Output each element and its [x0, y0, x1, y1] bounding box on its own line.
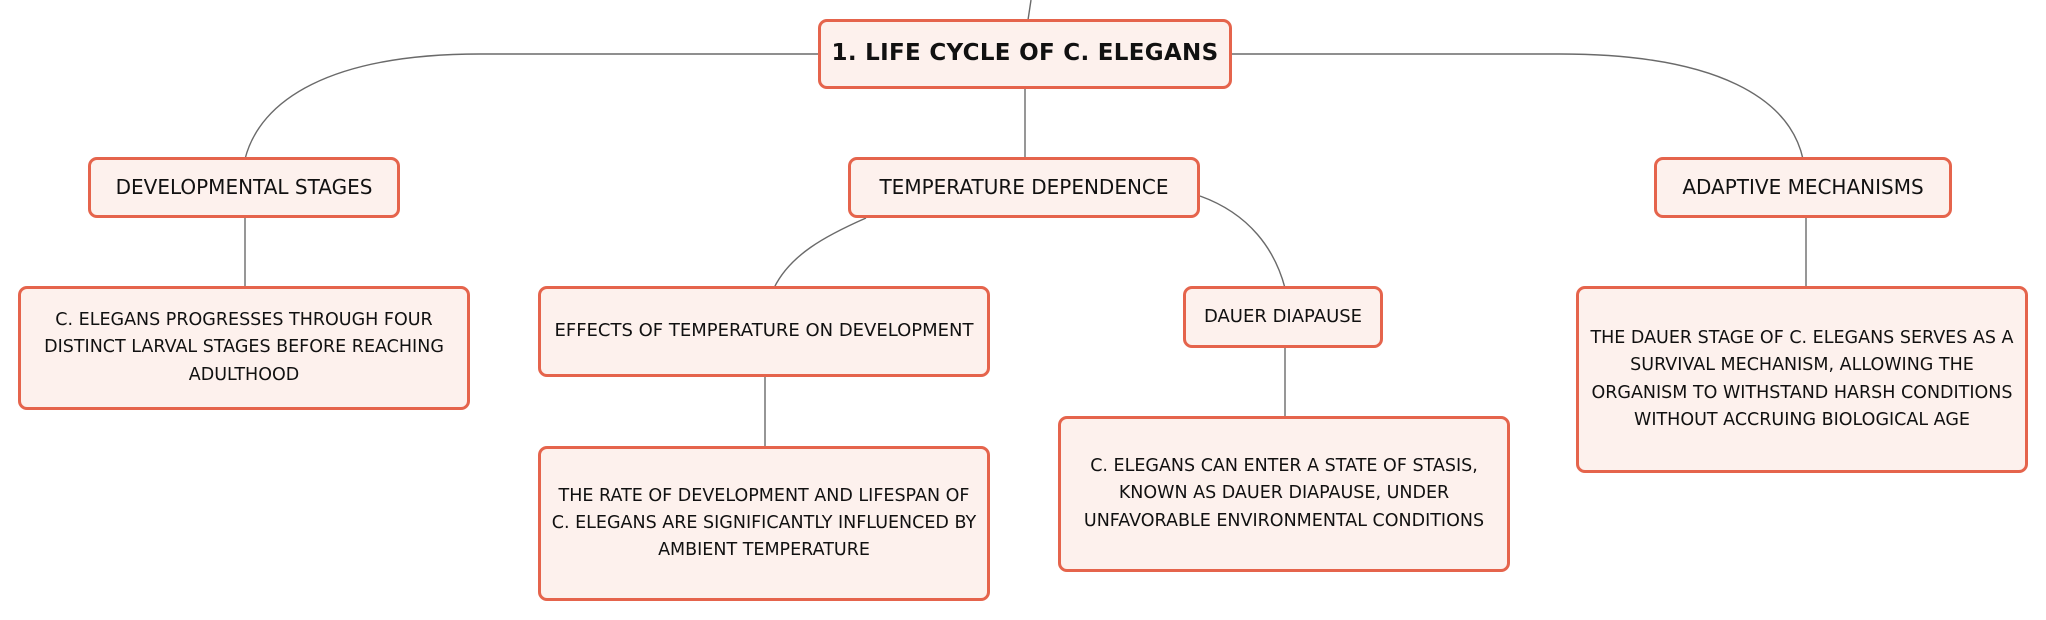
node-effects-of-temperature[interactable]: EFFECTS OF TEMPERATURE ON DEVELOPMENT [538, 286, 990, 377]
node-temperature-dependence-label: TEMPERATURE DEPENDENCE [879, 175, 1169, 199]
connector-root-to-developmental-stages [244, 53, 818, 160]
node-developmental-stages-label: DEVELOPMENTAL STAGES [115, 175, 373, 199]
connector-root-to-adaptive-mechanisms [1232, 53, 1804, 160]
connector-temperature-to-effects [773, 217, 867, 289]
node-effects-of-temperature-label: EFFECTS OF TEMPERATURE ON DEVELOPMENT [554, 320, 974, 342]
connector-temperature-to-dauer [1199, 195, 1286, 289]
node-developmental-stages-description[interactable]: C. ELEGANS PROGRESSES THROUGH FOUR DISTI… [18, 286, 470, 410]
root-node-label: 1. LIFE CYCLE OF C. ELEGANS [831, 40, 1219, 67]
adaptive-mechanisms-description-text: THE DAUER STAGE OF C. ELEGANS SERVES AS … [1590, 328, 2014, 430]
developmental-stages-description-text: C. ELEGANS PROGRESSES THROUGH FOUR DISTI… [44, 310, 444, 385]
root-node-life-cycle[interactable]: 1. LIFE CYCLE OF C. ELEGANS [818, 19, 1232, 89]
node-adaptive-mechanisms-label: ADAPTIVE MECHANISMS [1682, 175, 1924, 199]
connector-parent-to-root [1027, 0, 1032, 21]
node-dauer-diapause-description[interactable]: C. ELEGANS CAN ENTER A STATE OF STASIS, … [1058, 416, 1510, 572]
effects-of-temperature-description-text: THE RATE OF DEVELOPMENT AND LIFESPAN OF … [551, 485, 977, 561]
node-dauer-diapause[interactable]: DAUER DIAPAUSE [1183, 286, 1383, 348]
node-adaptive-mechanisms-description[interactable]: THE DAUER STAGE OF C. ELEGANS SERVES AS … [1576, 286, 2028, 473]
node-effects-of-temperature-description[interactable]: THE RATE OF DEVELOPMENT AND LIFESPAN OF … [538, 446, 990, 601]
node-temperature-dependence[interactable]: TEMPERATURE DEPENDENCE [848, 157, 1200, 218]
node-dauer-diapause-label: DAUER DIAPAUSE [1203, 305, 1363, 327]
dauer-diapause-description-text: C. ELEGANS CAN ENTER A STATE OF STASIS, … [1083, 456, 1485, 531]
node-adaptive-mechanisms[interactable]: ADAPTIVE MECHANISMS [1654, 157, 1952, 218]
node-developmental-stages[interactable]: DEVELOPMENTAL STAGES [88, 157, 400, 218]
